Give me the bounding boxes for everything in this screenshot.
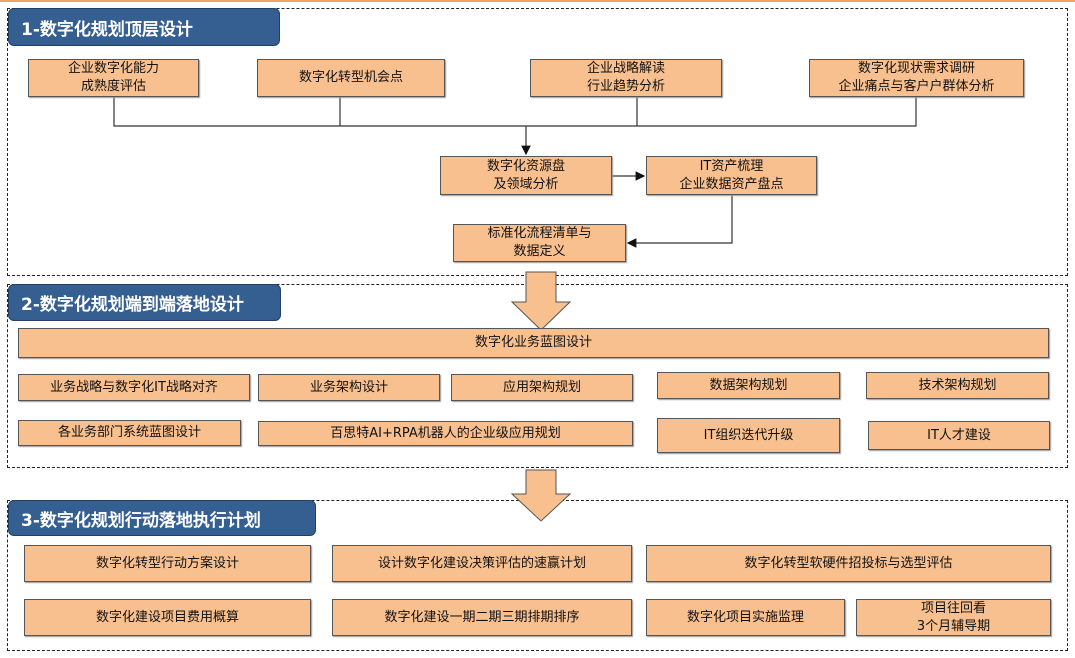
box-app-arch: 应用架构规划 bbox=[451, 374, 633, 401]
box-review: 项目往回看 3个月辅导期 bbox=[856, 599, 1051, 636]
section-2-title: 2-数字化规划端到端落地设计 bbox=[8, 284, 281, 321]
box-survey: 数字化现状需求调研 企业痛点与客户户群体分析 bbox=[809, 59, 1024, 97]
section-1-title: 1-数字化规划顶层设计 bbox=[8, 8, 280, 46]
top-divider bbox=[0, 0, 1075, 2]
box-bidding: 数字化转型软硬件招投标与选型评估 bbox=[646, 545, 1051, 582]
box-tech-arch: 技术架构规划 bbox=[866, 372, 1049, 399]
box-budget: 数字化建设项目费用概算 bbox=[24, 599, 311, 636]
box-supervision: 数字化项目实施监理 bbox=[646, 599, 845, 636]
box-align: 业务战略与数字化IT战略对齐 bbox=[18, 374, 250, 401]
box-it-talent: IT人才建设 bbox=[868, 421, 1050, 450]
box-it-org: IT组织迭代升级 bbox=[657, 418, 840, 453]
box-biz-arch: 业务架构设计 bbox=[258, 374, 440, 401]
box-opportunity: 数字化转型机会点 bbox=[257, 59, 445, 97]
big-down-arrow-2 bbox=[510, 469, 572, 522]
box-action-plan: 数字化转型行动方案设计 bbox=[24, 545, 311, 582]
box-maturity: 企业数字化能力 成熟度评估 bbox=[28, 59, 199, 97]
big-down-arrow-1 bbox=[510, 271, 572, 331]
box-data-arch: 数据架构规划 bbox=[657, 372, 840, 399]
box-ai-rpa: 百思特AI+RPA机器人的企业级应用规划 bbox=[258, 421, 633, 446]
connector-arrow bbox=[626, 195, 733, 248]
box-it-assets: IT资产梳理 企业数据资产盘点 bbox=[646, 156, 817, 195]
box-phasing: 数字化建设一期二期三期排期排序 bbox=[332, 599, 632, 636]
box-strategy: 企业战略解读 行业趋势分析 bbox=[530, 59, 722, 97]
box-process: 标准化流程清单与 数据定义 bbox=[453, 224, 626, 262]
section-3-title: 3-数字化规划行动落地执行计划 bbox=[8, 500, 316, 536]
box-quick-win: 设计数字化建设决策评估的速赢计划 bbox=[332, 545, 632, 582]
box-resources: 数字化资源盘 及领域分析 bbox=[440, 156, 612, 195]
connector-line bbox=[113, 97, 917, 127]
box-dept-blueprint: 各业务部门系统蓝图设计 bbox=[18, 420, 241, 446]
box-blueprint: 数字化业务蓝图设计 bbox=[18, 328, 1049, 358]
